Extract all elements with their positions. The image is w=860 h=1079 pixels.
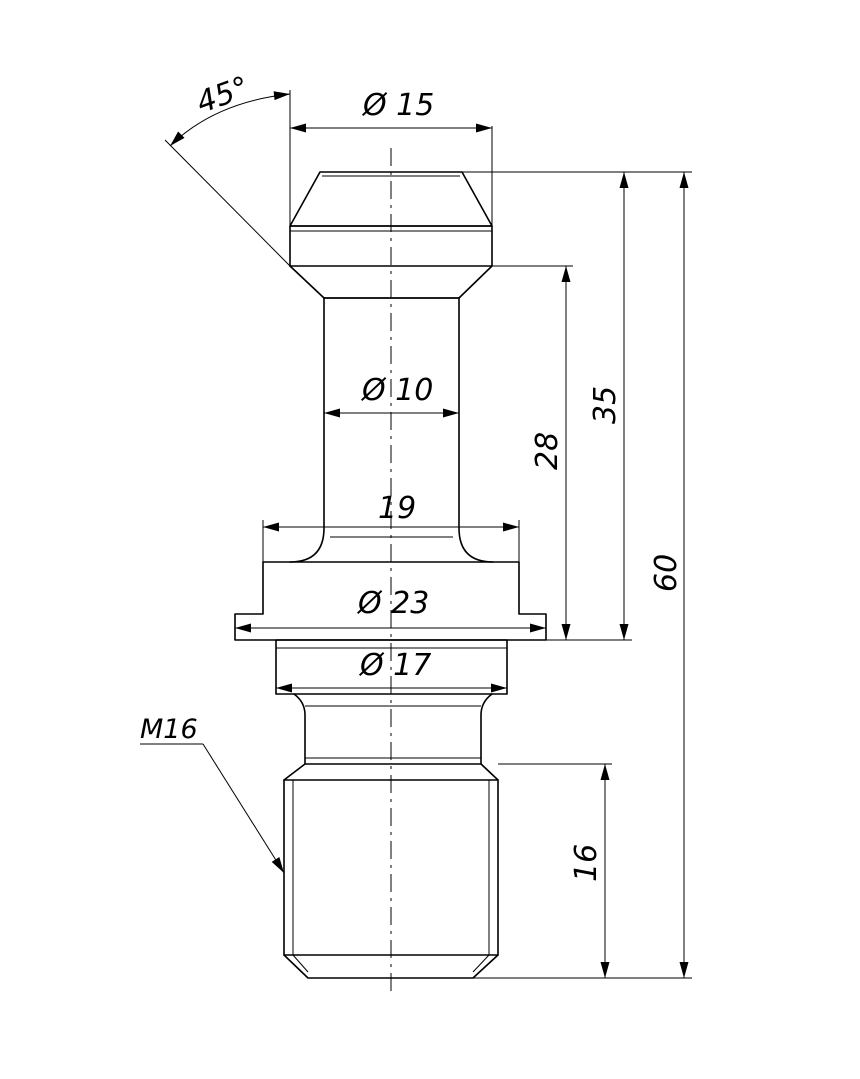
dim-dia-flange-label: Ø 23 (356, 586, 429, 621)
dim-dia-17-label: Ø 17 (358, 648, 431, 683)
dim-width-19: 19 (262, 491, 520, 562)
dim-dia-flange: Ø 23 (235, 586, 546, 633)
dim-dia-top: Ø 15 (289, 88, 493, 226)
dim-len-28-label: 28 (530, 432, 565, 470)
dim-len-35: 35 (462, 171, 632, 641)
dim-dia-neck: Ø 10 (324, 373, 459, 418)
dim-width-19-label: 19 (378, 491, 416, 526)
groove-right (480, 693, 493, 765)
dim-thread: M16 (140, 714, 288, 876)
groove-left (293, 693, 306, 765)
dim-len-16: 16 (498, 763, 612, 978)
dim-dia-top-label: Ø 15 (361, 88, 434, 123)
neck-right (458, 297, 494, 563)
dim-len-28: 28 (492, 265, 573, 641)
dim-angle: 45° (164, 70, 291, 267)
dim-angle-label: 45° (192, 70, 254, 121)
dim-len-35-label: 35 (588, 386, 623, 424)
dim-len-60: 60 (473, 171, 692, 979)
dim-dia-17: Ø 17 (276, 648, 507, 693)
dim-thread-label: M16 (140, 714, 198, 745)
dim-len-60-label: 60 (649, 554, 684, 592)
dim-len-16-label: 16 (569, 844, 604, 882)
neck-left (289, 297, 325, 563)
dim-dia-neck-label: Ø 10 (360, 373, 433, 408)
